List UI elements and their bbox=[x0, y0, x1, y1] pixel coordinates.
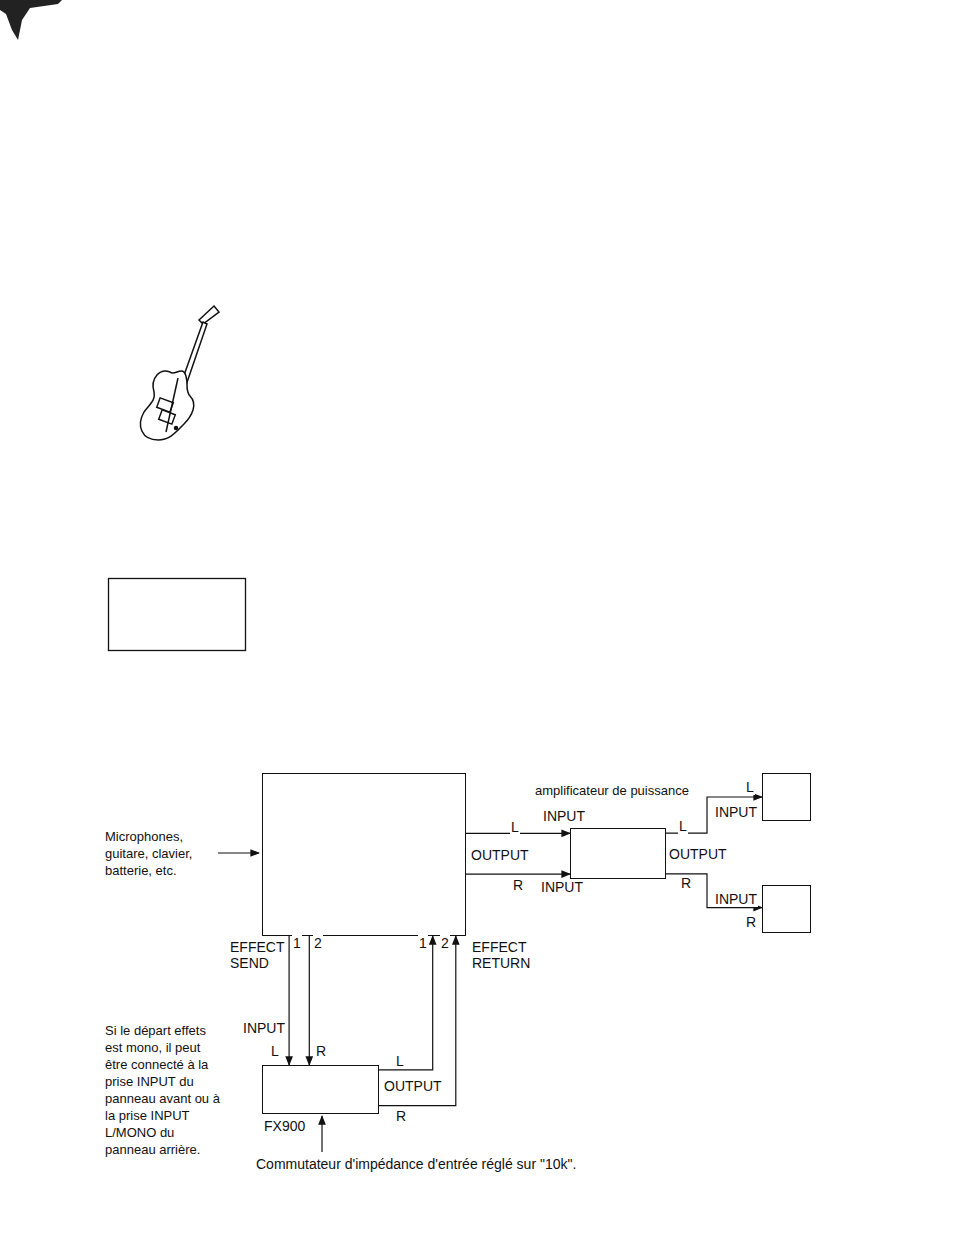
callout-number: 2 bbox=[440, 935, 450, 951]
channel-label: L bbox=[270, 1043, 280, 1059]
signal-wire bbox=[379, 936, 433, 1070]
box-heading: INPUT bbox=[714, 804, 758, 820]
box-heading: FX900 bbox=[263, 1118, 306, 1134]
signal-wire bbox=[289, 936, 290, 1065]
signal-wire bbox=[666, 874, 762, 908]
jack-name: OUTPUT bbox=[383, 1078, 443, 1094]
signal-wire bbox=[466, 873, 570, 874]
caption-note: Commutateur d'impédance d'entrée réglé s… bbox=[255, 1156, 577, 1172]
input-note: Microphones, guitare, clavier, batterie,… bbox=[104, 828, 218, 879]
signal-wire bbox=[379, 936, 456, 1106]
box-heading: INPUT bbox=[714, 891, 758, 907]
callout-number: 1 bbox=[418, 935, 428, 951]
channel-label: R bbox=[512, 877, 524, 893]
note-text: Si le départ effets est mono, il peut êt… bbox=[104, 1022, 224, 1158]
channel-label: L bbox=[395, 1053, 405, 1069]
leader-arrow bbox=[321, 1116, 322, 1152]
jack-name: EFFECT RETURN bbox=[471, 939, 539, 971]
speaker-box: INPUT bbox=[762, 885, 811, 933]
channel-label: R bbox=[395, 1108, 407, 1124]
channel-label: R bbox=[680, 875, 692, 891]
power-amp-box: amplificateur de puissance bbox=[570, 828, 666, 879]
scan-mark bbox=[0, 0, 62, 40]
speaker-box: INPUT bbox=[762, 773, 811, 821]
jack-name: OUTPUT bbox=[668, 846, 728, 862]
signal-wire bbox=[309, 936, 310, 1065]
channel-label: R bbox=[745, 914, 757, 930]
box-heading: amplificateur de puissance bbox=[534, 782, 690, 799]
callout-number: 2 bbox=[313, 935, 323, 951]
jack-name: INPUT bbox=[540, 879, 584, 895]
jack-name: EFFECT SEND bbox=[229, 939, 285, 971]
channel-label: L bbox=[745, 779, 755, 795]
channel-label: L bbox=[510, 819, 520, 835]
callout-number: 1 bbox=[292, 935, 302, 951]
channel-label: R bbox=[315, 1043, 327, 1059]
guitar-illustration bbox=[140, 306, 219, 440]
jack-name: INPUT bbox=[542, 808, 586, 824]
mixer-box: OUTPUT bbox=[262, 773, 466, 936]
channel-label: L bbox=[678, 818, 688, 834]
jack-name: INPUT bbox=[242, 1020, 286, 1036]
signal-wire bbox=[666, 797, 762, 833]
box-heading: OUTPUT bbox=[470, 847, 530, 863]
effect-unit-box: FX900 bbox=[262, 1065, 379, 1114]
empty-frame bbox=[109, 579, 246, 651]
